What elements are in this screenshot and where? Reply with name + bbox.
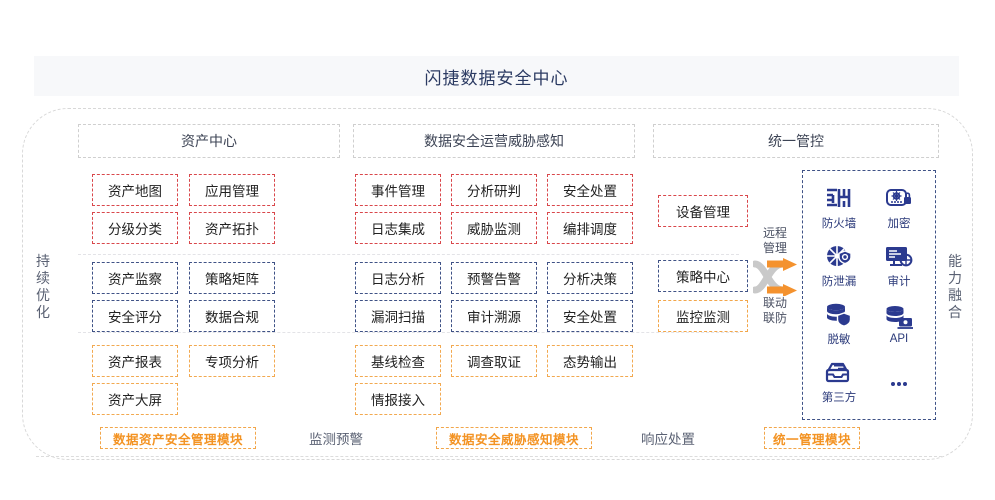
side-label-right-char: 融 — [948, 287, 962, 303]
band-divider-1 — [78, 254, 739, 255]
tile-app-management[interactable]: 应用管理 — [189, 174, 275, 206]
label-remote-management-line: 远程 — [762, 226, 787, 240]
tile-special-analysis[interactable]: 专项分析 — [189, 345, 275, 377]
tile-intel-access[interactable]: 情报接入 — [355, 383, 441, 415]
tile-classification[interactable]: 分级分类 — [92, 212, 178, 244]
tile-security-handling-1[interactable]: 安全处置 — [547, 174, 633, 206]
tile-investigation[interactable]: 调查取证 — [451, 345, 537, 377]
tile-security-score[interactable]: 安全评分 — [92, 300, 178, 332]
tile-vuln-scan[interactable]: 漏洞扫描 — [355, 300, 441, 332]
side-label-left-char: 续 — [36, 270, 50, 286]
encryption-icon — [885, 185, 913, 213]
band-divider-bottom — [36, 456, 942, 457]
capability-item-more[interactable] — [869, 353, 929, 411]
side-label-right-char: 能 — [948, 253, 962, 269]
firewall-icon — [825, 185, 853, 213]
side-label-left-char: 持 — [36, 253, 50, 269]
capability-label: 审计 — [887, 276, 911, 288]
capability-item-masking[interactable]: 脱敏 — [809, 295, 869, 353]
capability-item-api[interactable]: API — [869, 295, 929, 353]
capability-item-encryption[interactable]: 加密 — [869, 179, 929, 237]
side-label-left-char: 优 — [36, 287, 50, 303]
bottom-tag-asset-module[interactable]: 数据资产安全管理模块 — [100, 427, 256, 449]
tile-monitoring[interactable]: 监控监测 — [658, 300, 748, 332]
label-linkage-defense: 联动 联防 — [757, 296, 793, 326]
crossing-arrows-icon — [751, 258, 799, 297]
tile-orchestration[interactable]: 编排调度 — [547, 212, 633, 244]
ellipsis-icon — [885, 367, 913, 395]
tile-device-management[interactable]: 设备管理 — [658, 195, 748, 227]
tile-log-integration[interactable]: 日志集成 — [355, 212, 441, 244]
third-party-icon — [825, 359, 853, 387]
tile-analysis-decision[interactable]: 分析决策 — [547, 262, 633, 294]
column-header-unified-control: 统一管控 — [653, 124, 939, 158]
side-label-right: 能 力 融 合 — [942, 253, 968, 321]
bottom-label-response: 响应处置 — [641, 432, 695, 447]
capability-item-audit[interactable]: 审计 — [869, 237, 929, 295]
api-icon — [885, 303, 913, 331]
tile-situation-output[interactable]: 态势输出 — [547, 345, 633, 377]
audit-icon — [885, 243, 913, 271]
capability-label: 第三方 — [821, 392, 857, 404]
outer-frame — [22, 108, 973, 460]
side-label-right-char: 合 — [948, 304, 962, 320]
label-linkage-defense-line: 联防 — [762, 311, 787, 325]
capability-label: 加密 — [887, 218, 911, 230]
tile-asset-report[interactable]: 资产报表 — [92, 345, 178, 377]
bottom-tag-unified-module[interactable]: 统一管理模块 — [764, 427, 860, 449]
capability-label: 防火墙 — [821, 218, 857, 230]
tile-asset-dashboard[interactable]: 资产大屏 — [92, 383, 178, 415]
capability-label: 脱敏 — [827, 334, 851, 346]
capability-label: API — [889, 333, 909, 345]
column-header-asset-center: 资产中心 — [78, 124, 340, 158]
tile-security-handling-2[interactable]: 安全处置 — [547, 300, 633, 332]
tile-policy-center[interactable]: 策略中心 — [658, 260, 748, 292]
page-title: 闪捷数据安全中心 — [424, 68, 569, 88]
tile-asset-topology[interactable]: 资产拓扑 — [189, 212, 275, 244]
label-remote-management: 远程 管理 — [757, 226, 793, 256]
side-label-left: 持 续 优 化 — [30, 253, 56, 321]
capability-item-leak-prevention[interactable]: 防泄漏 — [809, 237, 869, 295]
tile-analysis-judgement[interactable]: 分析研判 — [451, 174, 537, 206]
bottom-label-monitor-warn: 监测预警 — [309, 432, 363, 447]
band-divider-2 — [78, 332, 739, 333]
capability-item-third-party[interactable]: 第三方 — [809, 353, 869, 411]
tile-asset-map[interactable]: 资产地图 — [92, 174, 178, 206]
tile-baseline-check[interactable]: 基线检查 — [355, 345, 441, 377]
leak-prevent-icon — [825, 243, 853, 271]
capability-panel: 防火墙 加密 — [802, 170, 936, 420]
bottom-tag-threat-module[interactable]: 数据安全威胁感知模块 — [436, 427, 592, 449]
capability-item-firewall[interactable]: 防火墙 — [809, 179, 869, 237]
tile-threat-monitoring[interactable]: 威胁监测 — [451, 212, 537, 244]
tile-policy-matrix[interactable]: 策略矩阵 — [189, 262, 275, 294]
masking-icon — [825, 301, 853, 329]
column-header-ops-threat: 数据安全运营威胁感知 — [353, 124, 635, 158]
page-title-bar: 闪捷数据安全中心 — [34, 56, 959, 96]
side-label-right-char: 力 — [948, 270, 962, 286]
tile-asset-inspection[interactable]: 资产监察 — [92, 262, 178, 294]
side-label-left-char: 化 — [36, 304, 50, 320]
capability-label: 防泄漏 — [821, 276, 857, 288]
label-remote-management-line: 管理 — [762, 241, 787, 255]
label-linkage-defense-line: 联动 — [762, 296, 787, 310]
tile-log-analysis[interactable]: 日志分析 — [355, 262, 441, 294]
capability-grid: 防火墙 加密 — [803, 171, 935, 419]
tile-early-warning[interactable]: 预警告警 — [451, 262, 537, 294]
tile-data-compliance[interactable]: 数据合规 — [189, 300, 275, 332]
tile-event-management[interactable]: 事件管理 — [355, 174, 441, 206]
tile-audit-tracing[interactable]: 审计溯源 — [451, 300, 537, 332]
